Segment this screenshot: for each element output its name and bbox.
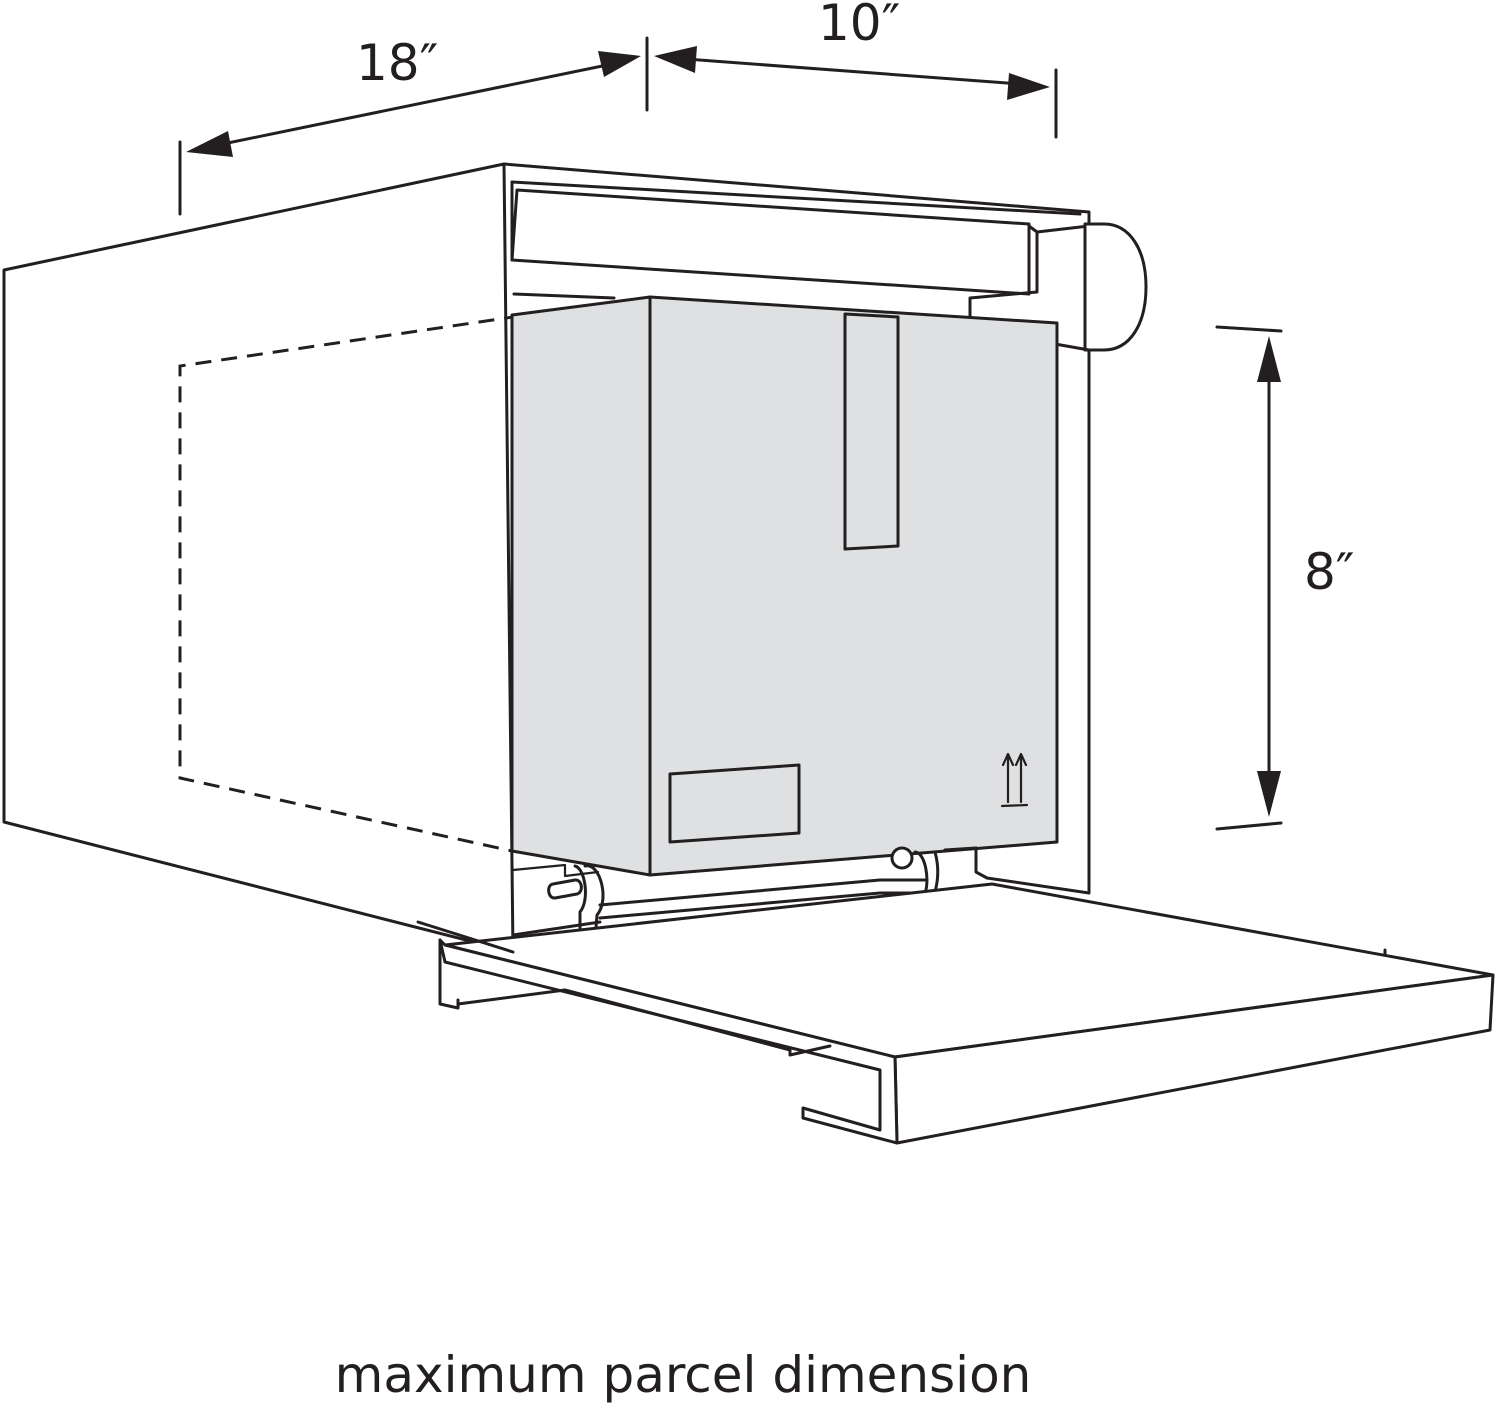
mailbox-top-shelf-lip xyxy=(968,224,1039,318)
parcel-hidden-outline xyxy=(178,314,521,853)
width-label: 10″ xyxy=(818,0,900,52)
mailbox-base-edge xyxy=(416,920,515,954)
parcel-shipping-label xyxy=(668,763,801,844)
width-dimension-line xyxy=(684,57,1022,86)
mailbox-rear-housing xyxy=(1083,222,1148,352)
mailbox-back-frame xyxy=(985,224,1091,895)
this-side-up-icon xyxy=(1000,752,1029,808)
hinge-rod-top xyxy=(598,878,927,907)
mailbox-top-inner-edge xyxy=(510,180,1082,216)
height-arrow-bottom xyxy=(1257,771,1281,817)
parcel-tape-strip xyxy=(843,312,900,551)
height-extension-line-bottom xyxy=(1215,821,1283,831)
width-dimension: 10″ xyxy=(654,0,1058,139)
mailbox-top-shelf xyxy=(510,188,1031,296)
parcel-front-face xyxy=(648,295,1059,877)
hinge-pin-left xyxy=(547,878,583,900)
diagram-caption: maximum parcel dimension xyxy=(334,1346,1032,1404)
height-arrow-top xyxy=(1257,336,1281,382)
hinge-pin-right xyxy=(890,846,914,870)
parcel-side-face xyxy=(510,295,652,877)
mailbox-door xyxy=(438,882,1495,1145)
depth-arrow-right xyxy=(598,51,641,77)
depth-dimension: 18″ xyxy=(178,34,649,216)
width-arrow-right xyxy=(1007,73,1050,100)
depth-label: 18″ xyxy=(356,34,438,92)
width-arrow-left xyxy=(654,46,697,73)
mailbox-inner-line xyxy=(512,292,616,300)
door-underside xyxy=(456,988,832,1057)
height-dimension: 8″ xyxy=(1215,325,1355,831)
height-extension-line-top xyxy=(1215,325,1283,333)
depth-arrow-left xyxy=(186,131,233,157)
depth-dimension-line xyxy=(216,62,614,147)
mailbox xyxy=(2,162,1495,1145)
height-label: 8″ xyxy=(1304,543,1355,601)
mailbox-rear-housing-joint xyxy=(1053,342,1091,352)
